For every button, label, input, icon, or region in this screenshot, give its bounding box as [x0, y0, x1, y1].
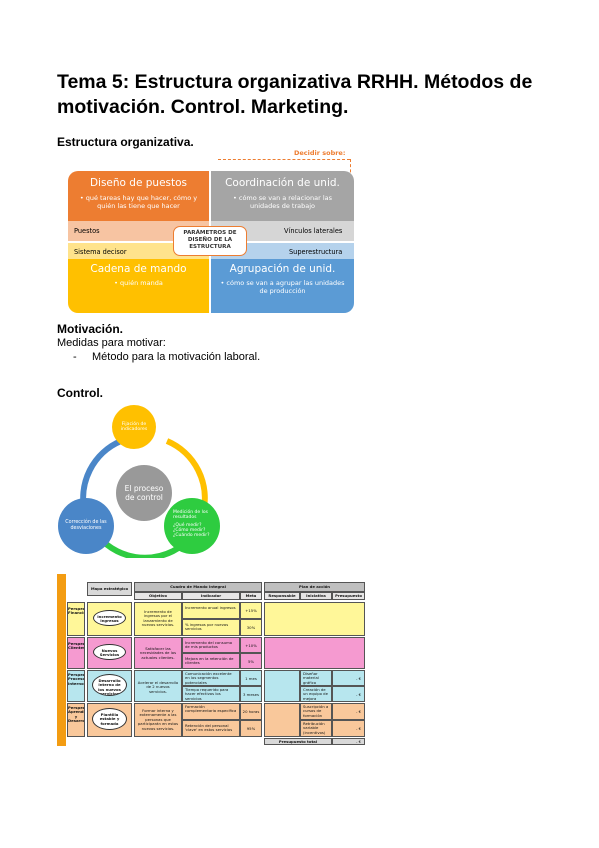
indicador-0b: % ingresos por nuevos servicios [182, 619, 240, 636]
mapa-header: Mapa estratégico [87, 582, 132, 596]
iniciativa-3b: Retribución variable (incentivos) [300, 720, 332, 737]
motivacion-intro: Medidas para motivar: [57, 337, 166, 349]
presupuesto-3b: - € [332, 720, 365, 737]
label-puestos: Puestos [74, 227, 100, 235]
plan-1 [264, 637, 365, 669]
col-indicador: Indicador [182, 592, 240, 600]
responsable-2 [264, 670, 300, 702]
col-presupuesto: Presupuesto [332, 592, 365, 600]
iniciativa-3a: Suscripción a cursos de formación [300, 703, 332, 720]
presupuesto-2a: - € [332, 670, 365, 686]
label-sistema-decisor: Sistema decisor [74, 248, 127, 256]
indicador-3b: Retención del personal 'clave' en estos … [182, 720, 240, 737]
indicador-2a: Comunicación excelente en los segmentos … [182, 670, 240, 686]
responsable-3 [264, 703, 300, 737]
label-superestructura: Superestructura [289, 248, 343, 256]
plan-0 [264, 602, 365, 636]
objetivo-3: Formar interna y externamente a las pers… [134, 703, 182, 737]
cycle-right-item: ¿Cuándo medir? [173, 533, 210, 539]
meta-0b: 30% [240, 619, 262, 636]
cycle-right-title: Medición de los resultados [173, 510, 208, 521]
cycle-center-circle: El proceso de control [116, 465, 172, 521]
total-label: Presupuesto total [264, 738, 332, 745]
persp-clientes: Perspectiva Clientes [67, 637, 85, 669]
cycle-node-left: Corrección de las desviaciones [58, 498, 114, 554]
section-heading-control: Control. [57, 386, 103, 400]
iniciativa-2b: Creación de un equipo de mejora [300, 686, 332, 702]
meta-0a: +15% [240, 602, 262, 619]
meta-3a: 20 horas [240, 703, 262, 720]
section-heading-motivacion: Motivación. [57, 322, 124, 336]
section-heading-estructura: Estructura organizativa. [57, 135, 194, 149]
indicador-3a: Formación complementaria específica [182, 703, 240, 720]
motivacion-item: Método para la motivación laboral. [92, 351, 261, 363]
persp-aprendizaje: Perspectiva Aprendiz. y Desarrollo [67, 703, 85, 737]
indicador-1a: Incremento del consumo de mis productos [182, 637, 240, 653]
col-meta: Meta [240, 592, 262, 600]
mapa-node-desarrollo: Desarrollo interno de los nuevos servici… [92, 674, 127, 696]
indicador-1b: Mejora en la retención de clientes [182, 653, 240, 669]
total-value: - € [332, 738, 365, 745]
center-parametros-box: PARÁMETROS DE DISEÑO DE LA ESTRUCTURA [173, 226, 247, 256]
cycle-right-item: ¿Cómo medir? [173, 527, 206, 533]
indicador-0a: Incremento anual ingresos [182, 602, 240, 619]
iniciativa-2a: Diseñar material gráfico [300, 670, 332, 686]
decidir-dashed-line [218, 159, 350, 160]
mapa-node-plantilla: Plantilla estable y formada [92, 708, 127, 730]
col-iniciativa: Iniciativa [300, 592, 332, 600]
mapa-node-servicios: Nuevos Servicios [93, 644, 126, 660]
cycle-node-right: Medición de los resultados ¿Qué medir? ¿… [164, 498, 220, 554]
presupuesto-2b: - € [332, 686, 365, 702]
objetivo-2: Acelerar el desarrollo de 2 nuevos servi… [134, 670, 182, 702]
indicador-2b: Tiempo requerido para hacer efectivos lo… [182, 686, 240, 702]
scorecard-orange-bar [57, 574, 66, 746]
label-vinculos: Vínculos laterales [284, 227, 343, 235]
cmi-header: Cuadro de Mando Integral [134, 582, 262, 592]
control-cycle-diagram: El proceso de control Fijación de indica… [55, 403, 235, 558]
persp-procesos: Perspectiva Procesos Internos [67, 670, 85, 702]
page-title: Tema 5: Estructura organizativa RRHH. Mé… [57, 71, 533, 118]
cycle-node-top: Fijación de indicadores [112, 405, 156, 449]
col-objetivo: Objetivo [134, 592, 182, 600]
meta-1b: 5% [240, 653, 262, 669]
bullet-dash: - [73, 351, 77, 363]
meta-2b: 3 meses [240, 686, 262, 702]
meta-2a: 1 mes [240, 670, 262, 686]
cycle-right-item: ¿Qué medir? [173, 522, 202, 528]
persp-financiera: Perspectiva Financiera [67, 602, 85, 636]
plan-header: Plan de acción [264, 582, 365, 592]
structure-diagram: Decidir sobre: Diseño de puestos • qué t… [68, 149, 354, 313]
scorecard-figure: Mapa estratégico Cuadro de Mando Integra… [57, 574, 367, 746]
meta-3b: 95% [240, 720, 262, 737]
objetivo-0: Incremento de ingresos por el lanzamient… [134, 602, 182, 636]
objetivo-1: Satisfacer las necesidades de los actual… [134, 637, 182, 669]
decidir-label: Decidir sobre: [294, 149, 346, 157]
mapa-node-incremento: Incremento Ingresos [93, 610, 126, 626]
col-responsable: Responsable [264, 592, 300, 600]
meta-1a: +10% [240, 637, 262, 653]
presupuesto-3a: - € [332, 703, 365, 720]
